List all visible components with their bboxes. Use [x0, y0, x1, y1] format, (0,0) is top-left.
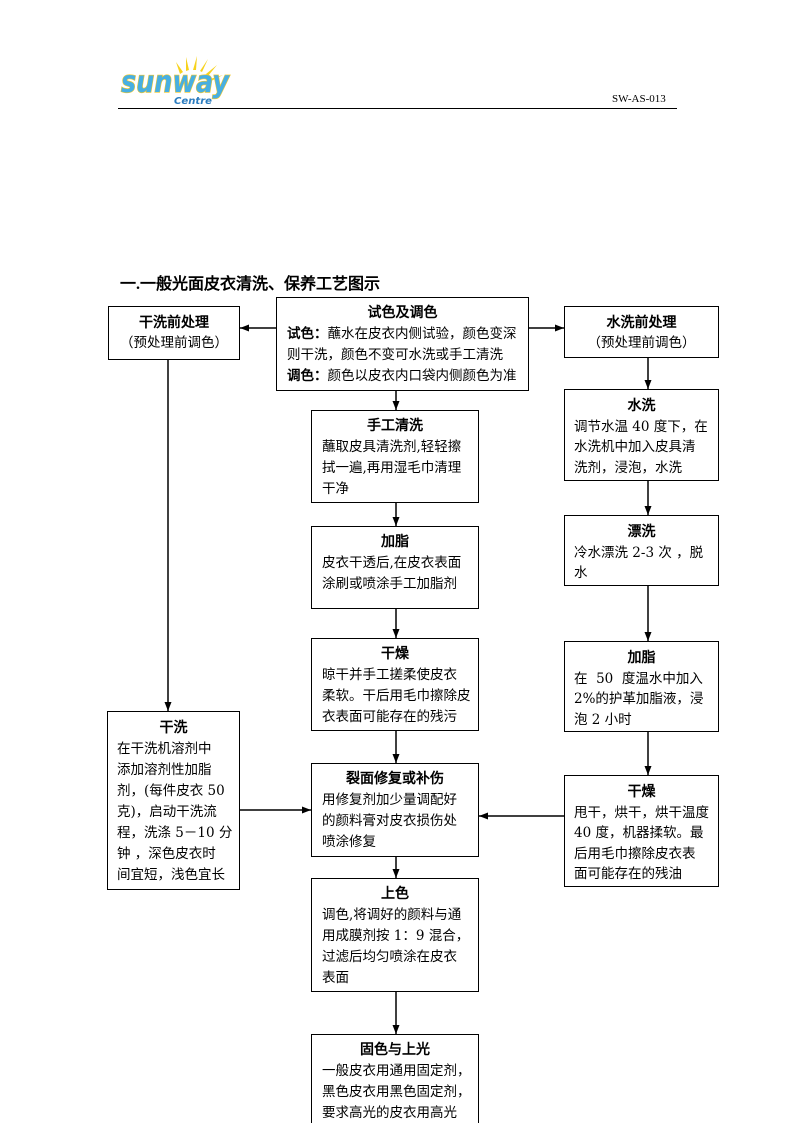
step-text-line: 2%的护革加脂液，浸: [574, 691, 704, 707]
hand-dry-step: 干燥 晾干并手工搓柔使皮衣 柔软。干后用毛巾擦除皮 衣表面可能存在的残污: [311, 638, 479, 731]
step-text-line: 调色,将调好的颜料与通: [322, 907, 462, 923]
step-text-line: 干净: [322, 481, 349, 497]
step-text-line: 泡 2 小时: [574, 711, 632, 728]
water-wash-step: 水洗 调节水温 40 度下，在 水洗机中加入皮具清 洗剂，浸泡，水洗: [564, 389, 719, 481]
hand-wash-step: 手工清洗 蘸取皮具清洗剂,轻轻擦 拭一遍,再用湿毛巾清理 干净: [311, 410, 479, 503]
sun-rays-icon: [176, 56, 223, 81]
document-code: SW-AS-013: [612, 93, 666, 105]
color-fixing-glazing-step: 固色与上光 一般皮衣用通用固定剂， 黑色皮衣用黑色固定剂， 要求高光的皮衣用高光: [311, 1034, 479, 1123]
step-text-line: 表面: [322, 970, 349, 986]
step-title: 加脂: [381, 534, 409, 550]
hand-fatliquor-step: 加脂 皮衣干透后,在皮衣表面 涂刷或喷涂手工加脂剂: [311, 526, 479, 609]
dry-clean-pretreat-step: 干洗前处理 （预处理前调色）: [108, 306, 240, 360]
step-title: 干燥: [381, 646, 409, 662]
step-title: 干洗: [159, 720, 188, 736]
step-text-line: 则干洗，颜色不变可水洗或手工清洗: [287, 347, 503, 363]
step-note: （预处理前调色）: [587, 335, 696, 351]
step-text-line: 用修复剂加少量调配好: [322, 792, 457, 808]
step-text-line: 水洗机中加入皮具清: [574, 439, 696, 455]
step-text-line: 一般皮衣用通用固定剂，: [322, 1063, 471, 1079]
step-text-line: 洗剂，浸泡，水洗: [574, 459, 682, 476]
step-text-line: 水: [574, 565, 588, 581]
step-note: （预处理前调色）: [120, 335, 228, 351]
step-title: 固色与上光: [360, 1042, 430, 1058]
step-text-line: 冷水漂洗 2-3 次 ，脱: [574, 544, 704, 561]
step-text-line: 喷涂修复: [322, 834, 376, 850]
step-title: 干洗前处理: [139, 315, 209, 331]
step-text-line: 调节水温 40 度下，在: [574, 418, 708, 435]
step-title: 手工清洗: [367, 418, 423, 434]
adjust-label: 调色：: [287, 368, 328, 384]
step-title: 裂面修复或补伤: [346, 771, 444, 787]
color-check-step: 试色及调色 试色：蘸水在皮衣内侧试验，颜色变深 则干洗，颜色不变可水洗或手工清洗…: [276, 297, 529, 391]
step-text-line: 蘸取皮具清洗剂,轻轻擦: [322, 439, 462, 455]
step-text-line: 40 度，机器揉软。最: [574, 825, 704, 841]
step-text-line: 在干洗机溶剂中: [117, 741, 212, 757]
step-text-line: 晾干并手工搓柔使皮衣: [322, 667, 457, 683]
step-text-line: 在 50 度温水中加入: [574, 670, 703, 687]
logo-subtext: Centre: [174, 96, 212, 107]
step-title: 水洗前处理: [606, 315, 677, 331]
step-text-line: 过滤后均匀喷涂在皮衣: [322, 949, 457, 965]
dry-clean-step: 干洗 在干洗机溶剂中 添加溶剂性加脂 剂，(每件皮衣 50 克)，启动干洗流 程…: [107, 711, 240, 890]
step-text-line: 添加溶剂性加脂: [117, 762, 212, 778]
step-text-line: 剂，(每件皮衣 50: [117, 783, 225, 799]
wet-dry-step: 干燥 甩干，烘干，烘干温度 40 度，机器揉软。最 后用毛巾擦除皮衣表 面可能存…: [564, 775, 719, 887]
step-title: 加脂: [627, 650, 656, 666]
step-text-line: 皮衣干透后,在皮衣表面: [322, 555, 462, 571]
step-text-line: 涂刷或喷涂手工加脂剂: [322, 576, 457, 592]
step-text-line: 甩干，烘干，烘干温度: [574, 804, 709, 821]
wet-fatliquor-step: 加脂 在 50 度温水中加入 2%的护革加脂液，浸 泡 2 小时: [564, 641, 719, 732]
coloring-step: 上色 调色,将调好的颜料与通 用成膜剂按 1：9 混合， 过滤后均匀喷涂在皮衣 …: [311, 878, 479, 992]
section-title: 一.一般光面皮衣清洗、保养工艺图示: [120, 276, 381, 293]
step-text-line: 试色：蘸水在皮衣内侧试验，颜色变深: [287, 324, 518, 345]
step-text-line: 拭一遍,再用湿毛巾清理: [322, 460, 462, 476]
wet-clean-pretreat-step: 水洗前处理 （预处理前调色）: [564, 306, 719, 358]
step-title: 上色: [381, 886, 409, 902]
step-text-line: 柔软。干后用毛巾擦除皮: [322, 688, 471, 704]
step-text-line: 黑色皮衣用黑色固定剂，: [322, 1084, 471, 1100]
step-text-line: 调色：颜色以皮衣内口袋内侧颜色为准: [287, 366, 518, 387]
step-text-line: 的颜料膏对皮衣损伤处: [322, 813, 457, 829]
step-text-line: 衣表面可能存在的残污: [322, 709, 457, 725]
crack-repair-step: 裂面修复或补伤 用修复剂加少量调配好 的颜料膏对皮衣损伤处 喷涂修复: [311, 763, 479, 857]
sunway-logo: sunway Centre: [120, 56, 231, 107]
adjust-text: 颜色以皮衣内口袋内侧颜色为准: [327, 368, 517, 384]
step-title: 水洗: [627, 398, 656, 414]
header-divider: [118, 108, 677, 109]
step-title: 干燥: [627, 784, 656, 800]
step-text-line: 用成膜剂按 1：9 混合，: [322, 928, 470, 944]
step-text-line: 程，洗涤 5－10 分: [117, 825, 233, 841]
step-title: 试色及调色: [367, 305, 438, 321]
step-text-line: 后用毛巾擦除皮衣表: [574, 845, 696, 862]
test-label: 试色：: [287, 326, 328, 342]
step-title: 漂洗: [627, 524, 656, 540]
step-text-line: 克)，启动干洗流: [117, 804, 217, 820]
step-text-line: 间宜短，浅色宜长: [117, 867, 225, 883]
step-text-line: 钟 ，深色皮衣时: [117, 846, 216, 862]
test-text: 蘸水在皮衣内侧试验，颜色变深: [327, 326, 517, 342]
step-text-line: 面可能存在的残油: [574, 866, 682, 882]
step-text-line: 要求高光的皮衣用高光: [322, 1105, 457, 1121]
logo-wordmark: sunway: [121, 65, 230, 100]
rinse-step: 漂洗 冷水漂洗 2-3 次 ，脱 水: [564, 515, 719, 586]
